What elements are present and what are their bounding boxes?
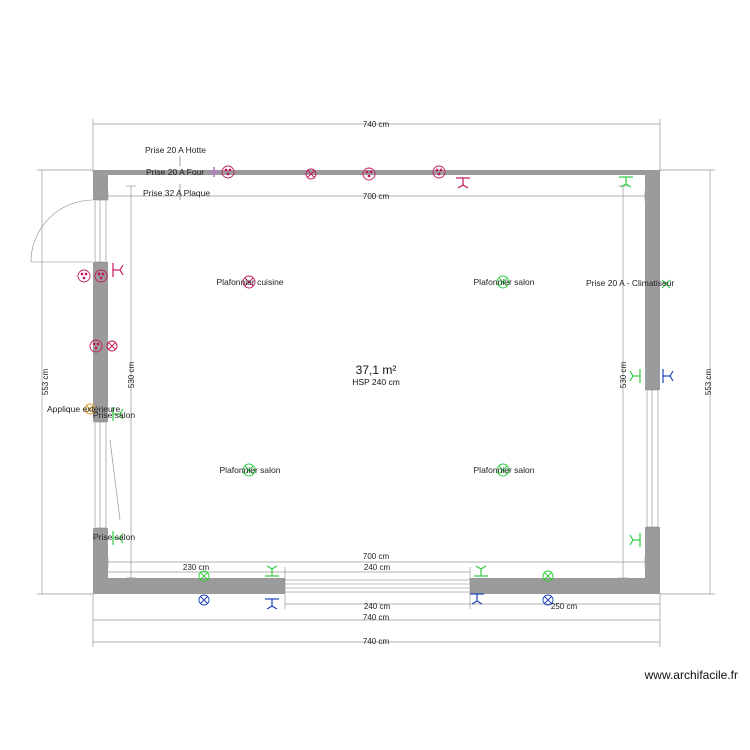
dim-right-inner: 530 cm (619, 362, 628, 389)
light-point-icon[interactable] (542, 570, 554, 582)
exterior-light-icon[interactable] (198, 594, 210, 606)
dim-right-outer: 553 cm (704, 369, 713, 396)
label-prise-salon-2: Prise salon (93, 532, 135, 542)
switch-icon[interactable] (470, 593, 484, 605)
wall-left-lower (93, 528, 108, 594)
dim-left-outer: 553 cm (41, 369, 50, 396)
dim-bottom-inner: 700 cm (363, 552, 390, 561)
label-prise-four: Prise 20 A Four (146, 167, 204, 177)
label-plafonnier-cuisine: Plafonnier cuisine (216, 277, 283, 287)
light-point-icon[interactable] (106, 340, 118, 352)
ceiling-light-kitchen-icon[interactable] (242, 275, 256, 289)
label-plafonnier-salon-bl: Plafonnier salon (220, 465, 281, 475)
walls (93, 170, 660, 594)
outlet-icon[interactable] (221, 165, 235, 179)
label-plafonnier-salon-br: Plafonnier salon (474, 465, 535, 475)
wall-left-upper (93, 170, 108, 200)
watermark: www.archifacile.fr (644, 668, 738, 682)
switch-icon[interactable] (662, 369, 674, 383)
wall-bottom-right (470, 578, 660, 594)
switch-icon[interactable] (265, 598, 279, 610)
light-point-icon[interactable] (305, 168, 317, 180)
room-area: 37,1 m² (356, 363, 397, 377)
outlet-icon[interactable] (89, 339, 103, 353)
light-point-icon[interactable] (198, 570, 210, 582)
label-prise-climatiseur: Prise 20 A - Climatiseur (586, 278, 675, 288)
dim-bottom-seg-right: 250 cm (551, 602, 578, 611)
switch-icon[interactable] (112, 531, 124, 545)
label-plafonnier-salon-tr: Plafonnier salon (474, 277, 535, 287)
dim-bottom-outer-2: 740 cm (363, 637, 390, 646)
switch-icon[interactable] (265, 565, 279, 577)
ceiling-light-salon-icon[interactable] (242, 463, 256, 477)
label-prise-salon-1: Prise salon (93, 410, 135, 420)
label-prise-hotte: Prise 20 A Hotte (145, 145, 206, 155)
switch-icon[interactable] (619, 176, 633, 188)
switch-icon[interactable] (112, 407, 124, 421)
exterior-light-icon[interactable] (542, 594, 554, 606)
switch-icon[interactable] (456, 177, 470, 189)
outlet-marker-four[interactable] (209, 167, 219, 177)
room-height: HSP 240 cm (352, 377, 400, 387)
wall-light-icon[interactable] (84, 403, 96, 415)
outlet-climatiseur-icon[interactable] (661, 279, 671, 289)
dim-bottom-seg-window-top: 240 cm (364, 563, 391, 572)
outlet-icon[interactable] (94, 269, 108, 283)
switch-icon[interactable] (629, 533, 641, 547)
wall-right-lower (645, 527, 660, 594)
label-prise-plaque: Prise 32 A Plaque (143, 188, 210, 198)
dim-bottom-seg-left: 230 cm (183, 563, 210, 572)
wall-top (93, 170, 660, 175)
switch-icon[interactable] (474, 565, 488, 577)
dim-top-outer: 740 cm (363, 120, 390, 129)
outlet-icon[interactable] (362, 167, 376, 181)
outlet-icon[interactable] (77, 269, 91, 283)
ceiling-light-salon-icon[interactable] (496, 275, 510, 289)
dim-left-inner: 530 cm (127, 362, 136, 389)
dimension-lines (37, 119, 715, 647)
ceiling-light-salon-icon[interactable] (496, 463, 510, 477)
wall-bottom-left (93, 578, 285, 594)
dim-bottom-outer-1: 740 cm (363, 613, 390, 622)
dim-bottom-seg-window-bottom: 240 cm (364, 602, 391, 611)
openings (30, 199, 659, 593)
label-applique-exterieure: Applique extérieure (47, 404, 121, 414)
outlet-icon[interactable] (432, 165, 446, 179)
switch-icon[interactable] (112, 263, 124, 277)
wall-right-upper (645, 170, 660, 390)
switch-icon[interactable] (629, 369, 641, 383)
dim-top-inner: 700 cm (363, 192, 390, 201)
